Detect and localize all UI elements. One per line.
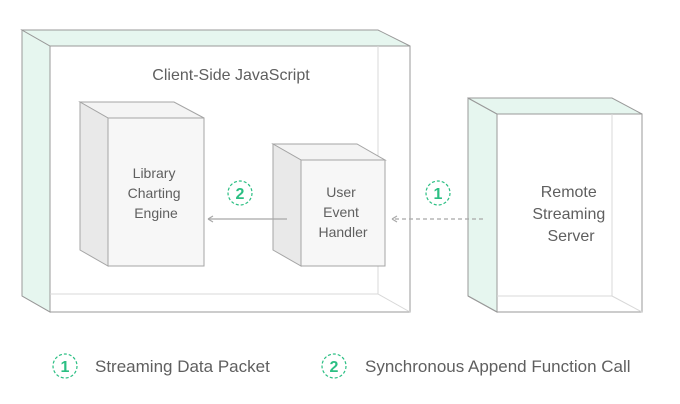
step-2-marker: 2 bbox=[227, 180, 253, 206]
server-line-3: Server bbox=[547, 228, 595, 245]
legend-item-1-label: Streaming Data Packet bbox=[95, 357, 270, 376]
step-1-number: 1 bbox=[434, 186, 443, 203]
legend-item-2-label: Synchronous Append Function Call bbox=[365, 357, 631, 376]
handler-line-3: Handler bbox=[318, 224, 367, 240]
library-charting-engine-box: Library Charting Engine bbox=[78, 101, 205, 267]
step-1-marker: 1 bbox=[425, 180, 451, 206]
server-line-1: Remote bbox=[541, 184, 597, 201]
legend-item-2-number: 2 bbox=[330, 359, 339, 376]
user-event-handler-box: User Event Handler bbox=[271, 143, 387, 267]
remote-streaming-server-box: Remote Streaming Server bbox=[467, 97, 643, 313]
library-line-3: Engine bbox=[134, 205, 178, 221]
handler-box-label: User Event Handler bbox=[318, 184, 367, 240]
library-box-label: Library Charting Engine bbox=[128, 165, 185, 221]
handler-line-1: User bbox=[326, 184, 356, 200]
legend: 1 Streaming Data Packet 2 Synchronous Ap… bbox=[52, 353, 631, 379]
legend-item-2: 2 Synchronous Append Function Call bbox=[321, 353, 631, 379]
legend-item-1-number: 1 bbox=[61, 359, 70, 376]
step-2-number: 2 bbox=[236, 186, 245, 203]
server-box-label: Remote Streaming Server bbox=[532, 184, 609, 245]
handler-line-2: Event bbox=[323, 204, 359, 220]
library-line-1: Library bbox=[133, 165, 176, 181]
legend-item-1: 1 Streaming Data Packet bbox=[52, 353, 270, 379]
server-line-2: Streaming bbox=[532, 206, 605, 223]
library-line-2: Charting bbox=[128, 185, 181, 201]
client-side-title: Client-Side JavaScript bbox=[152, 67, 310, 84]
